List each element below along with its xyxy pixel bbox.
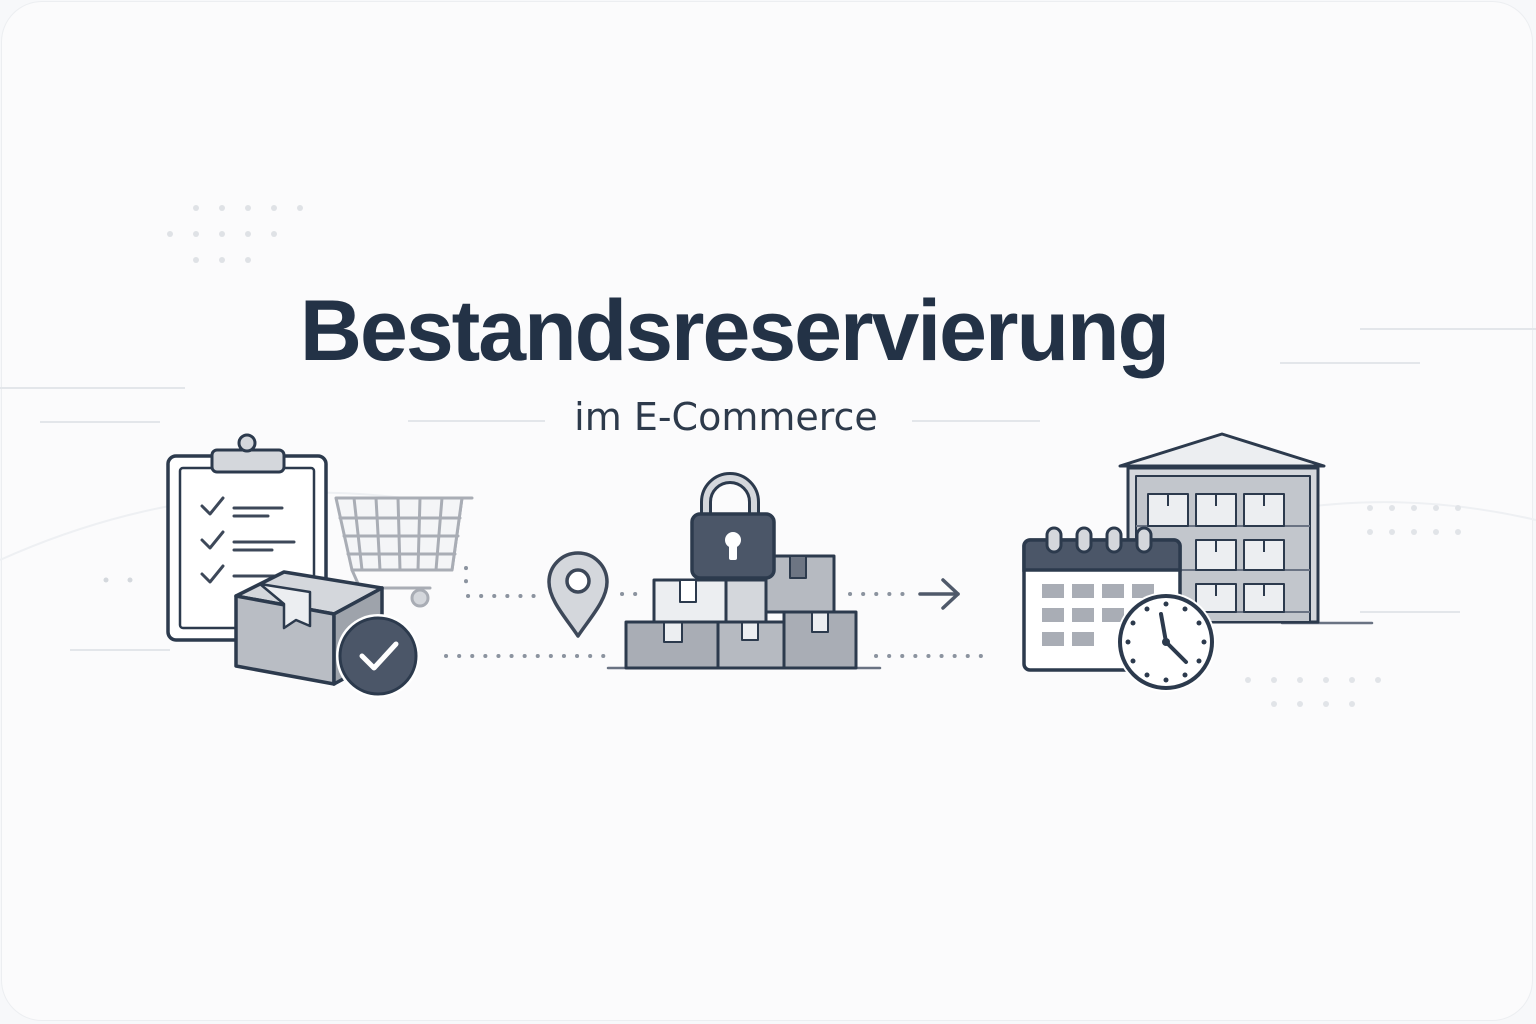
decorative-dots-left <box>103 577 133 583</box>
checkmark-badge-icon <box>336 614 420 698</box>
page-title: Bestandsreservierung <box>299 283 1170 379</box>
decorative-dots-bottom-right <box>1245 677 1381 707</box>
clock-icon <box>1116 592 1216 692</box>
dotted-connectors <box>444 566 988 658</box>
page-subtitle: im E-Commerce <box>574 395 878 439</box>
box-stack-icon <box>624 554 858 670</box>
location-pin-icon <box>547 551 609 638</box>
arrow-right-icon <box>918 578 960 610</box>
padlock-icon <box>690 472 776 580</box>
decorative-dots-top-left <box>167 205 303 263</box>
shopping-cart-icon <box>334 496 474 608</box>
decorative-dots-right <box>1367 505 1461 535</box>
